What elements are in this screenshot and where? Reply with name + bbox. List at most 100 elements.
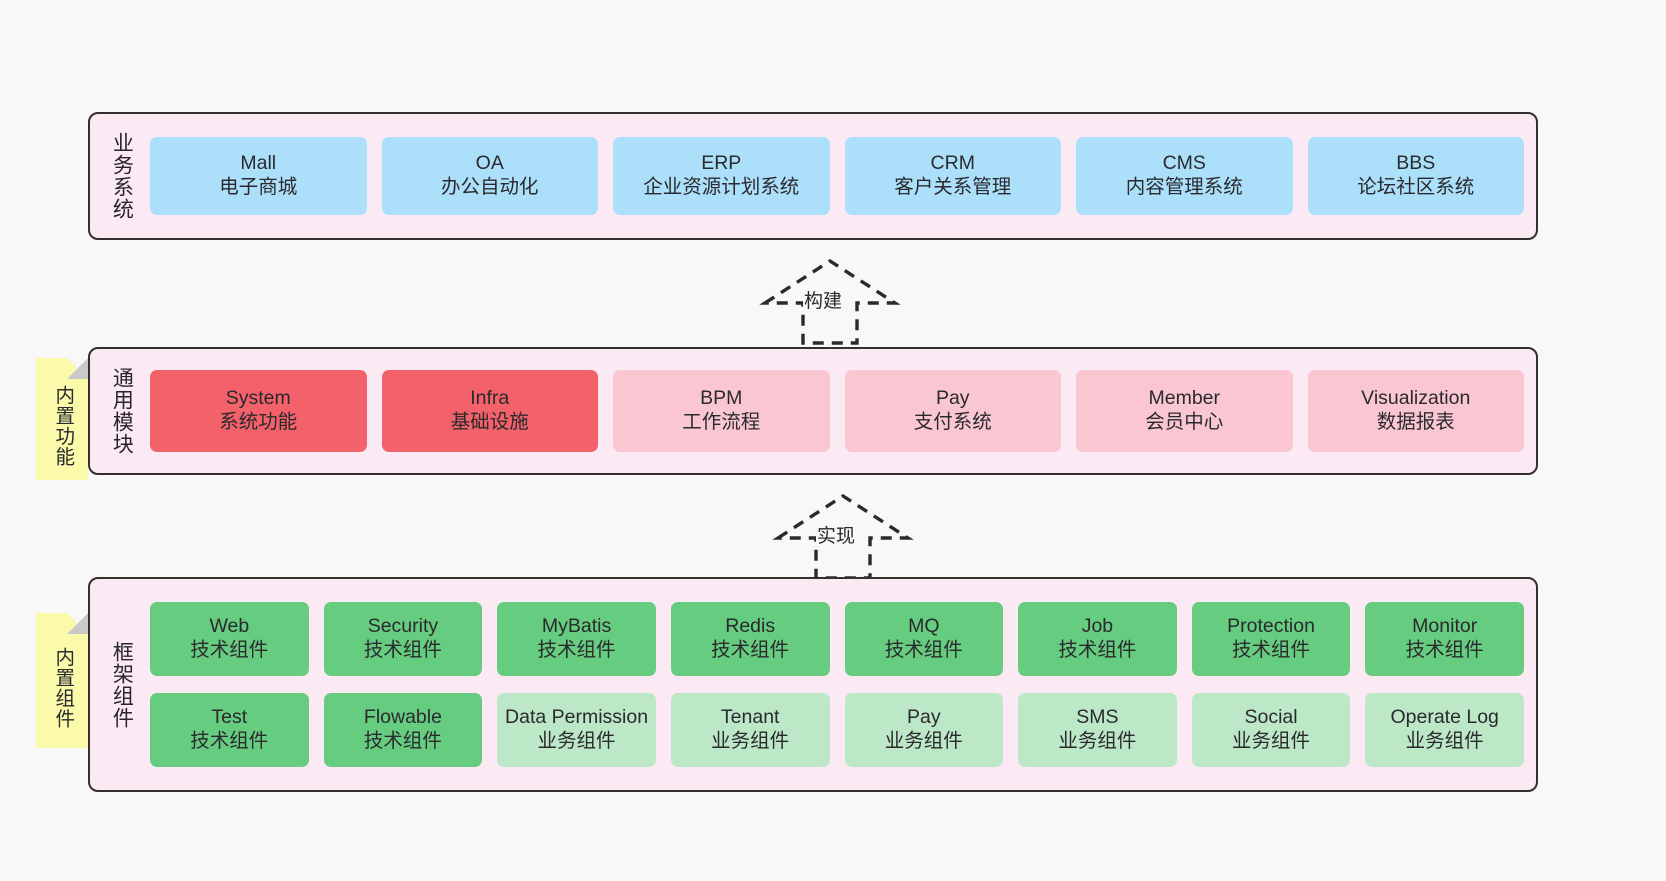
node-title: Monitor [1412,615,1478,638]
node-title: MQ [908,615,940,638]
node-oa[interactable]: OA 办公自动化 [381,137,598,215]
sticky-note-builtin-component-label: 内置组件 [51,646,74,729]
node-title: Member [1148,387,1221,410]
node-title: OA [475,152,504,175]
node-system[interactable]: System 系统功能 [150,370,367,452]
connector-build-label: 构建 [803,286,844,313]
node-title: Mall [240,152,277,175]
layer-common-module: 通用模块 System 系统功能 Infra 基础设施 BPM 工作流程 Pay… [88,347,1538,475]
node-job[interactable]: Job 技术组件 [1018,602,1177,676]
connector-build-arrow [759,258,901,345]
layer-business-system-body: Mall 电子商城 OA 办公自动化 ERP 企业资源计划系统 CRM 客户关系… [140,124,1524,228]
node-subtitle: 数据报表 [1376,411,1455,433]
node-subtitle: 技术组件 [1058,639,1137,661]
node-subtitle: 技术组件 [1405,639,1484,661]
node-pay-module[interactable]: Pay 支付系统 [844,370,1061,452]
node-title: CMS [1162,152,1206,175]
node-erp[interactable]: ERP 企业资源计划系统 [613,137,830,215]
node-tenant[interactable]: Tenant 业务组件 [670,693,830,767]
node-title: Pay [935,387,970,410]
node-subtitle: 内容管理系统 [1125,176,1243,198]
node-protection[interactable]: Protection 技术组件 [1191,602,1351,676]
node-row: System 系统功能 Infra 基础设施 BPM 工作流程 Pay 支付系统… [150,370,1524,452]
node-crm[interactable]: CRM 客户关系管理 [844,137,1061,215]
node-row: Mall 电子商城 OA 办公自动化 ERP 企业资源计划系统 CRM 客户关系… [150,137,1524,215]
node-subtitle: 电子商城 [219,176,298,198]
node-subtitle: 技术组件 [190,730,269,752]
node-title: Social [1244,706,1298,729]
node-subtitle: 论坛社区系统 [1357,176,1475,198]
node-test[interactable]: Test 技术组件 [150,693,309,767]
node-title: Visualization [1361,387,1471,410]
node-mq[interactable]: MQ 技术组件 [844,602,1004,676]
node-web[interactable]: Web 技术组件 [150,602,309,676]
layer-common-module-title: 通用模块 [110,367,134,455]
sticky-note-builtin-function: 内置功能 [36,358,88,480]
node-title: Job [1081,615,1114,638]
node-subtitle: 技术组件 [1232,639,1311,661]
node-title: Pay [907,706,941,729]
node-subtitle: 会员中心 [1145,411,1224,433]
node-row: Test 技术组件 Flowable 技术组件 Data Permission … [150,693,1524,767]
node-subtitle: 业务组件 [1405,730,1484,752]
node-title: Data Permission [505,706,649,729]
node-subtitle: 技术组件 [190,639,269,661]
connector-implement-label: 实现 [816,521,857,548]
node-visualization[interactable]: Visualization 数据报表 [1307,370,1524,452]
node-subtitle: 基础设施 [450,411,529,433]
node-infra[interactable]: Infra 基础设施 [381,370,598,452]
node-title: Flowable [363,706,442,729]
node-subtitle: 技术组件 [363,730,442,752]
layer-common-module-body: System 系统功能 Infra 基础设施 BPM 工作流程 Pay 支付系统… [140,359,1524,463]
node-sms[interactable]: SMS 业务组件 [1018,693,1177,767]
node-title: Redis [725,615,776,638]
node-member[interactable]: Member 会员中心 [1076,370,1293,452]
node-subtitle: 系统功能 [219,411,298,433]
sticky-note-builtin-function-label: 内置功能 [51,385,74,467]
node-redis[interactable]: Redis 技术组件 [670,602,830,676]
node-title: BBS [1396,152,1436,175]
node-subtitle: 业务组件 [1232,730,1311,752]
node-title: CRM [930,152,975,175]
node-subtitle: 技术组件 [711,639,790,661]
node-subtitle: 企业资源计划系统 [643,176,800,198]
node-title: ERP [701,152,742,175]
node-subtitle: 技术组件 [884,639,963,661]
node-cms[interactable]: CMS 内容管理系统 [1076,137,1293,215]
node-title: Protection [1227,615,1315,638]
node-title: MyBatis [541,615,612,638]
node-title: Web [209,615,250,638]
node-social[interactable]: Social 业务组件 [1191,693,1351,767]
node-subtitle: 业务组件 [1058,730,1137,752]
node-data-permission[interactable]: Data Permission 业务组件 [497,693,656,767]
node-mall[interactable]: Mall 电子商城 [150,137,367,215]
node-title: BPM [700,387,743,410]
node-subtitle: 业务组件 [884,730,963,752]
node-title: Infra [470,387,510,410]
sticky-note-builtin-component: 内置组件 [36,613,88,748]
node-title: Test [211,706,248,729]
node-subtitle: 工作流程 [682,411,761,433]
node-title: System [225,387,291,410]
layer-framework-component-title: 框架组件 [110,640,134,729]
node-subtitle: 支付系统 [913,411,992,433]
node-bpm[interactable]: BPM 工作流程 [613,370,830,452]
connector-build: 构建 [755,255,905,347]
node-subtitle: 技术组件 [363,639,442,661]
node-operate-log[interactable]: Operate Log 业务组件 [1365,693,1524,767]
node-bbs[interactable]: BBS 论坛社区系统 [1307,137,1524,215]
connector-implement-arrow [772,493,914,580]
node-flowable[interactable]: Flowable 技术组件 [323,693,483,767]
node-mybatis[interactable]: MyBatis 技术组件 [497,602,656,676]
node-title: Operate Log [1390,706,1499,729]
node-subtitle: 办公自动化 [440,176,539,198]
node-subtitle: 技术组件 [537,639,616,661]
node-title: Security [367,615,439,638]
node-title: Tenant [720,706,780,729]
connector-implement: 实现 [768,490,918,582]
node-security[interactable]: Security 技术组件 [323,602,483,676]
layer-framework-component: 框架组件 Web 技术组件 Security 技术组件 MyBatis 技术组件… [88,577,1538,792]
node-pay-component[interactable]: Pay 业务组件 [844,693,1004,767]
node-monitor[interactable]: Monitor 技术组件 [1365,602,1524,676]
